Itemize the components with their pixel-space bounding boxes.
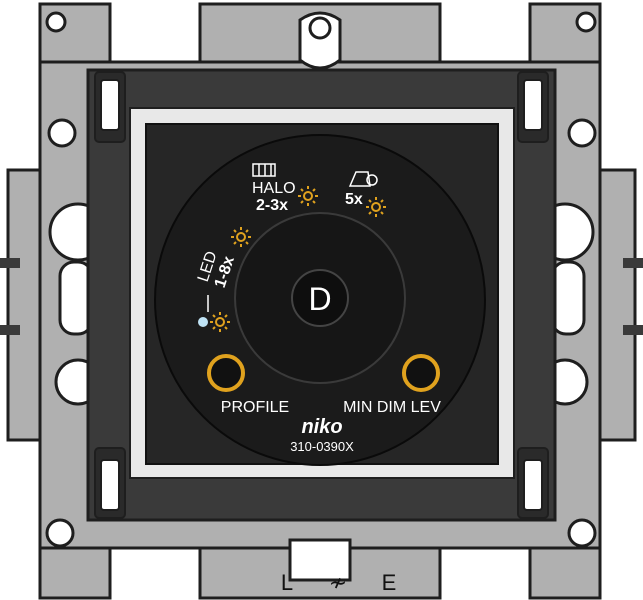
sun-icon [298, 186, 318, 206]
profile-halo-factor: 2-3x [256, 197, 288, 214]
min-dim-level-label: MIN DIM LEV [343, 399, 441, 416]
rotary-knob[interactable]: D [291, 269, 349, 327]
terminal-e-label: E [382, 570, 397, 595]
profile-button-label: PROFILE [221, 399, 289, 416]
brand-logo: niko [301, 416, 342, 438]
knob-label: D [308, 281, 331, 317]
terminal-l-label: L [281, 570, 293, 595]
sun-icon [210, 312, 230, 332]
min-dim-level-button[interactable] [402, 354, 440, 392]
profile-button[interactable] [207, 354, 245, 392]
profile-halo-label: HALO [252, 180, 296, 197]
halogen-lamp-icon [252, 163, 276, 177]
terminal-symbol: ≁ [329, 570, 347, 595]
model-number: 310-0390X [290, 439, 354, 454]
profile-other-factor: 5x [345, 191, 363, 208]
sun-icon [366, 197, 386, 217]
sun-icon [231, 227, 251, 247]
led-indicator-icon [198, 317, 208, 327]
bulb-icon [348, 171, 378, 187]
